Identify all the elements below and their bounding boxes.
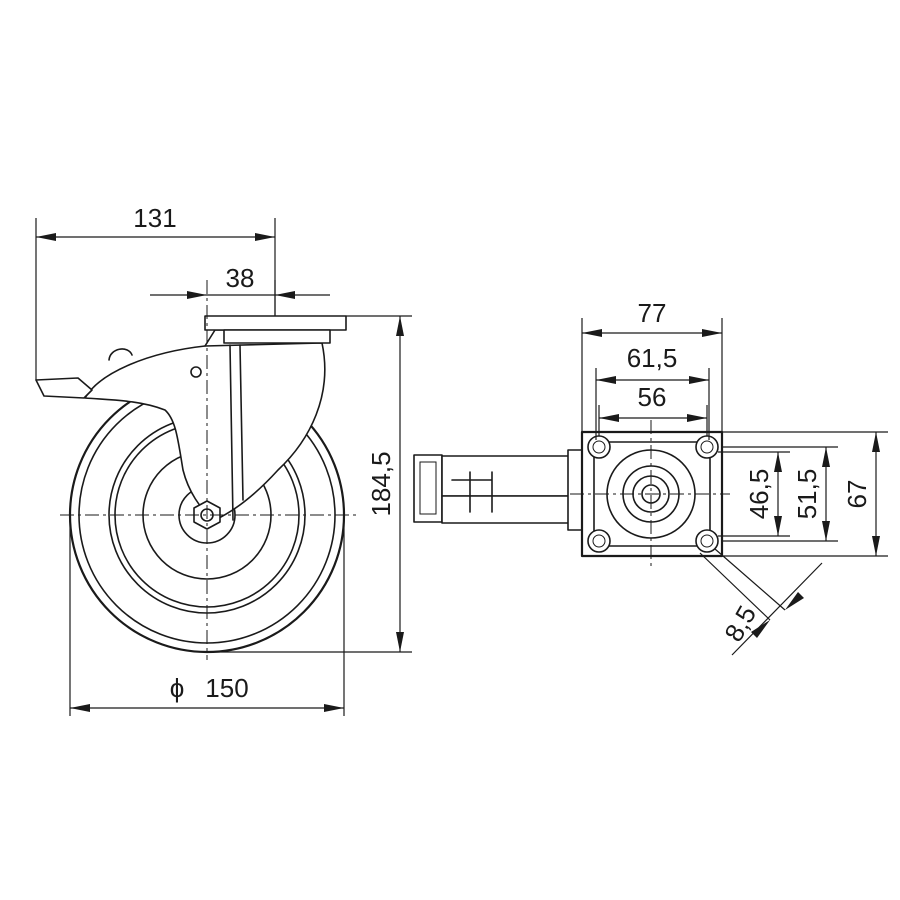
top-plate [204, 315, 347, 344]
dimension-46-5: 46,5 [718, 451, 790, 537]
dimension-184-5: 184,5 [207, 315, 412, 653]
dimension-38: 38 [150, 263, 330, 316]
dim-label-77: 77 [638, 298, 667, 328]
diameter-symbol: ϕ [170, 673, 185, 703]
dimension-51-5: 51,5 [722, 446, 838, 542]
dim-label-184-5: 184,5 [366, 451, 396, 516]
side-view: 131 38 184,5 ϕ 150 [35, 203, 412, 716]
dim-label-8-5: 8,5 [718, 600, 762, 646]
dimension-131: 131 [35, 203, 276, 380]
dimension-150: ϕ 150 [69, 515, 345, 716]
dim-label-61-5: 61,5 [627, 343, 678, 373]
dimension-61-5: 61,5 [595, 343, 710, 440]
dim-label-56: 56 [638, 382, 667, 412]
dim-label-67: 67 [842, 480, 872, 509]
brake-lever-top [413, 449, 585, 531]
top-view: 77 61,5 56 46,5 [413, 298, 888, 656]
dim-label-150: 150 [205, 673, 248, 703]
dimension-67: 67 [722, 431, 888, 557]
dimension-8-5: 8,5 [699, 548, 823, 656]
dimension-77: 77 [581, 298, 723, 432]
dim-label-51-5: 51,5 [792, 469, 822, 520]
dim-label-38: 38 [226, 263, 255, 293]
dimension-56: 56 [598, 382, 708, 436]
brake-pedal [35, 348, 202, 399]
dim-label-46-5: 46,5 [744, 469, 774, 520]
dim-label-131: 131 [133, 203, 176, 233]
